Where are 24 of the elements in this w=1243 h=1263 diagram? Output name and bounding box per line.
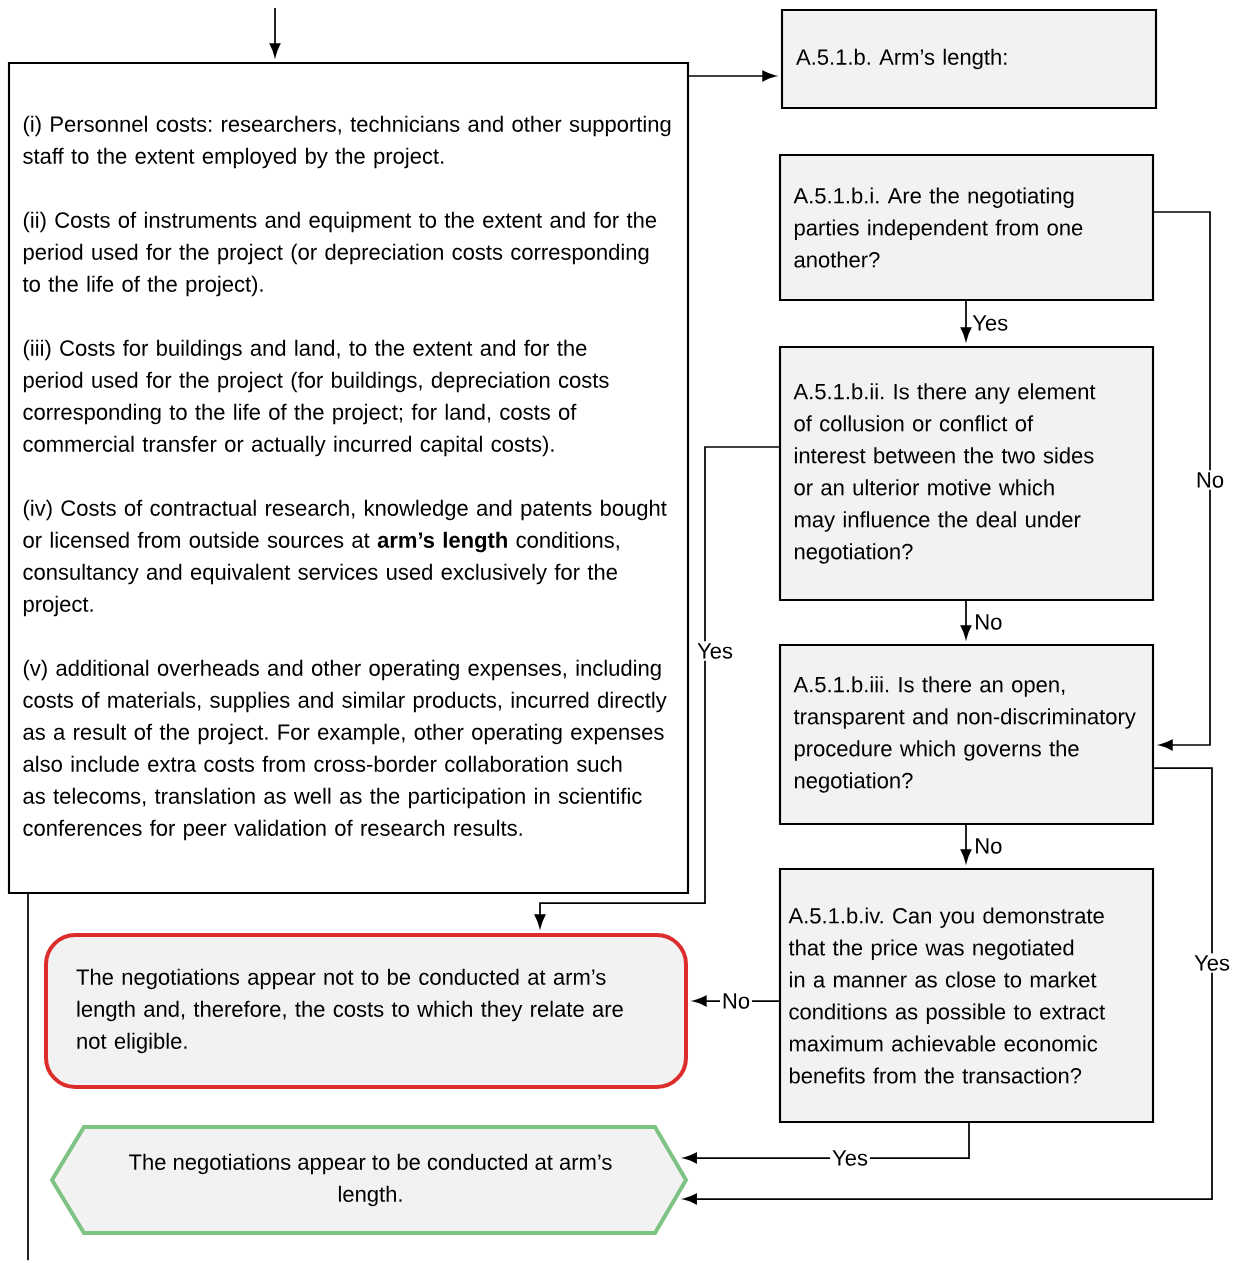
process-box: A.5.1.b.iii. Is there an open, transparent and non-discriminatory procedure which governs the negotiation? bbox=[778, 643, 1155, 826]
text-box: (i) Personnel costs: researchers, technicians and other supporting staff to the extent employed by the project. (ii) Costs of instruments and equipment to the extent and for the period used for the project (or depreciation costs corresponding to the life of the project). (iii) Costs for buildings and land, to the extent and for the period used for the project (for buildings, depreciation costs corresponding to the life of the project; for land, costs of commercial transfer or actually incurred capital costs). (iv) Costs of contractual research, knowledge and patents bought or licensed from outside sources at arm’s length conditions, consultancy and equivalent services used exclusively for the project. (v) additional overheads and other operating expenses, including costs of materials, supplies and similar products, incurred directly as a result of the project. For example, other operating expenses also include extra costs from cross-border collaboration such as telecoms, translation as well as the participation in scientific conferences for peer validation of research results. bbox=[7, 61, 690, 895]
edge-label: Yes bbox=[972, 315, 1008, 331]
process-box: A.5.1.b.ii. Is there any element of collusion or conflict of interest between the two sides or an ulterior motive which may influence the deal under negotiation? bbox=[778, 345, 1155, 602]
process-box: A.5.1.b.i. Are the negotiating parties independent from one another? bbox=[778, 153, 1155, 302]
edge-label: No bbox=[719, 991, 753, 1011]
arrow bbox=[960, 824, 972, 863]
edge-label: No bbox=[1193, 470, 1227, 490]
arrow bbox=[534, 446, 780, 928]
result-box: The negotiations appear not to be conducted at arm’s length and, therefore, the costs to which they relate are not eligible. bbox=[44, 933, 688, 1089]
edge-label: Yes bbox=[1192, 953, 1232, 973]
process-box: A.5.1.b.iv. Can you demonstrate that the price was negotiated in a manner as close to market conditions as possible to extract maximum achievable economic benefits from the transaction? bbox=[778, 867, 1155, 1124]
arrow bbox=[688, 70, 776, 82]
edge-label: Yes bbox=[695, 641, 735, 661]
process-box: A.5.1.b. Arm’s length: bbox=[780, 8, 1158, 110]
arrow bbox=[1153, 211, 1211, 751]
edge-label: Yes bbox=[830, 1148, 870, 1168]
arrow bbox=[960, 300, 972, 341]
arrow bbox=[683, 767, 1213, 1205]
arrow bbox=[960, 600, 972, 639]
arrow bbox=[269, 7, 281, 57]
arrow bbox=[683, 1122, 970, 1164]
edge-label: No bbox=[976, 614, 1002, 630]
edge-label: No bbox=[976, 838, 1002, 854]
